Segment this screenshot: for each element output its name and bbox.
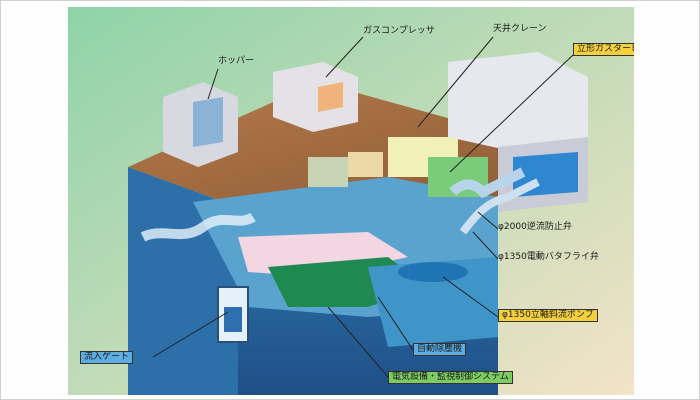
discharge-pipe-2 xyxy=(459,178,540,235)
pump-station-cutaway-illustration xyxy=(68,7,634,395)
label-vertical-gas-turbine: 立形ガスタービン xyxy=(573,43,634,56)
label-gas-compressor: ガスコンプレッサ xyxy=(363,26,435,36)
label-check-valve-2000: φ2000逆流防止弁 xyxy=(498,222,572,232)
leader-inflow-gate xyxy=(152,311,229,358)
leader-gas-turbine xyxy=(449,54,574,173)
leader-gas-compressor xyxy=(325,36,364,78)
leader-electrical xyxy=(327,306,389,378)
label-ceiling-crane: 天井クレーン xyxy=(493,24,547,34)
label-butterfly-valve-1350: φ1350電動バタフライ弁 xyxy=(498,252,599,262)
water-channel xyxy=(368,257,498,347)
label-screen: 自動除塵機 xyxy=(413,343,467,356)
label-inflow-gate: 流入ゲート xyxy=(80,351,134,364)
cut-wall-highlight xyxy=(140,212,256,242)
equipment-block-1 xyxy=(308,157,348,187)
equipment-block-2 xyxy=(348,152,383,177)
label-pump-1350: φ1350立軸斜流ポンプ xyxy=(498,309,598,322)
leader-hopper xyxy=(207,68,219,100)
pump-basin xyxy=(398,262,468,282)
label-hopper: ホッパー xyxy=(218,56,255,66)
discharge-pipe-1 xyxy=(449,167,526,199)
leader-pump xyxy=(442,276,499,318)
diagram-panel: ホッパー ガスコンプレッサ 天井クレーン 立形ガスタービン φ2000逆流防止弁… xyxy=(68,7,634,395)
leader-butterfly-valve xyxy=(472,231,499,260)
compressor-unit xyxy=(318,82,343,112)
inflow-gate-panel xyxy=(224,307,242,332)
hopper-window xyxy=(193,97,223,147)
leader-ceiling-crane xyxy=(417,36,494,128)
leader-screen xyxy=(377,296,414,351)
right-annex-upper xyxy=(448,52,588,157)
leader-check-valve xyxy=(477,211,499,230)
compressor-building xyxy=(273,62,358,132)
label-electrical-system: 電気設備・監視制御システム xyxy=(388,371,513,384)
